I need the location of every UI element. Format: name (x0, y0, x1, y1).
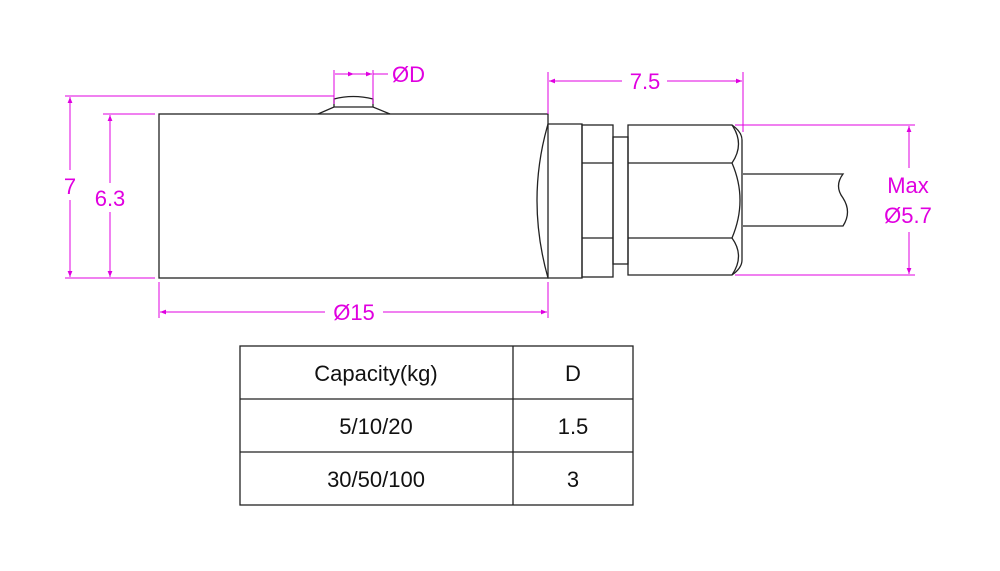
cable (743, 173, 849, 227)
dim-body-diameter: Ø15 (333, 300, 375, 325)
dim-cable-diameter: Ø5.7 (884, 203, 932, 228)
ring (581, 124, 614, 278)
dim-height-body: 6.3 (95, 186, 126, 211)
dim-height-total: 7 (64, 174, 76, 199)
table-cell-capacity: 5/10/20 (339, 414, 412, 439)
table-header-d: D (565, 361, 581, 386)
part-outline (158, 95, 849, 279)
dim-button-diameter: ØD (392, 62, 425, 87)
table-cell-d: 3 (567, 467, 579, 492)
table-header-capacity: Capacity(kg) (314, 361, 437, 386)
body-outline (158, 113, 549, 279)
dimension-lines (65, 70, 915, 318)
button-top (333, 95, 374, 107)
hex-nut (627, 124, 743, 276)
dim-connector-length: 7.5 (630, 69, 661, 94)
table-cell-capacity: 30/50/100 (327, 467, 425, 492)
end-cap (536, 123, 583, 279)
table-cell-d: 1.5 (558, 414, 589, 439)
neck (612, 136, 629, 265)
dim-cable-max-label: Max (887, 173, 929, 198)
capacity-table: Capacity(kg) D 5/10/20 1.5 30/50/100 3 (239, 345, 634, 506)
button-cone (317, 106, 391, 115)
